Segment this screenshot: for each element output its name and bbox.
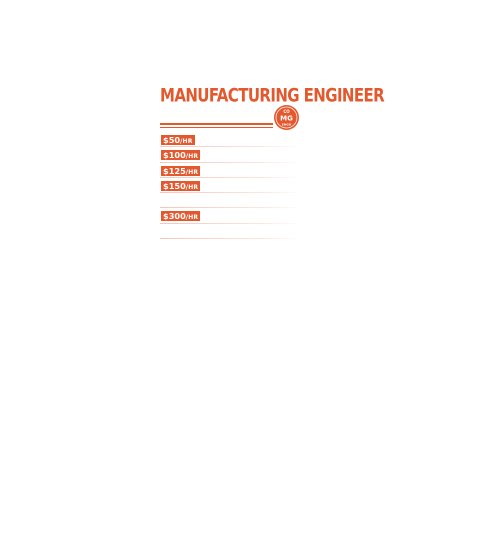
hourly-rate-design: MANUFACTURING ENGINEER CO MG ENGR $50/HR… <box>150 78 385 268</box>
rate-row: $50/HR <box>160 132 302 148</box>
rate-badge: $150/HR <box>161 180 201 191</box>
rate-unit: /HR <box>185 214 199 222</box>
engineer-mascot-badge-icon: CO MG ENGR <box>274 105 299 130</box>
emblem-main-text: MG <box>280 115 293 123</box>
row-divider <box>160 176 302 178</box>
row-divider <box>160 238 302 240</box>
rate-row: $150/HR <box>160 178 302 194</box>
rate-amount: $300 <box>163 211 186 222</box>
rate-unit: /HR <box>180 138 193 145</box>
rate-row: $125/HR <box>160 163 302 178</box>
design-title: MANUFACTURING ENGINEER <box>160 84 385 107</box>
rate-amount: $150 <box>163 180 186 191</box>
rate-badge: $100/HR <box>161 150 201 161</box>
rate-row-blank <box>160 193 302 209</box>
row-divider <box>160 222 302 224</box>
emblem-bottom-text: ENGR <box>282 123 292 127</box>
rate-amount: $50 <box>163 135 181 145</box>
rate-row-blank <box>160 224 302 240</box>
row-divider <box>160 207 302 209</box>
rate-amount: $125 <box>163 165 186 176</box>
rate-list: $50/HR $100/HR $125/HR $150/HR $300/HR <box>160 132 302 240</box>
row-divider <box>160 161 302 163</box>
rate-badge: $300/HR <box>161 211 201 222</box>
title-underline-thin <box>160 127 273 128</box>
rate-badge: $125/HR <box>161 165 201 176</box>
row-divider <box>160 146 302 148</box>
rate-row: $300/HR <box>160 208 302 224</box>
row-divider <box>160 192 302 194</box>
rate-unit: /HR <box>185 183 199 191</box>
rate-unit: /HR <box>185 168 199 176</box>
rate-badge: $50/HR <box>161 135 195 145</box>
rate-row: $100/HR <box>160 147 302 163</box>
emblem-top-text: CO <box>283 109 290 114</box>
rate-unit: /HR <box>185 153 199 161</box>
rate-amount: $100 <box>163 150 186 161</box>
title-underline-thick <box>160 123 273 125</box>
